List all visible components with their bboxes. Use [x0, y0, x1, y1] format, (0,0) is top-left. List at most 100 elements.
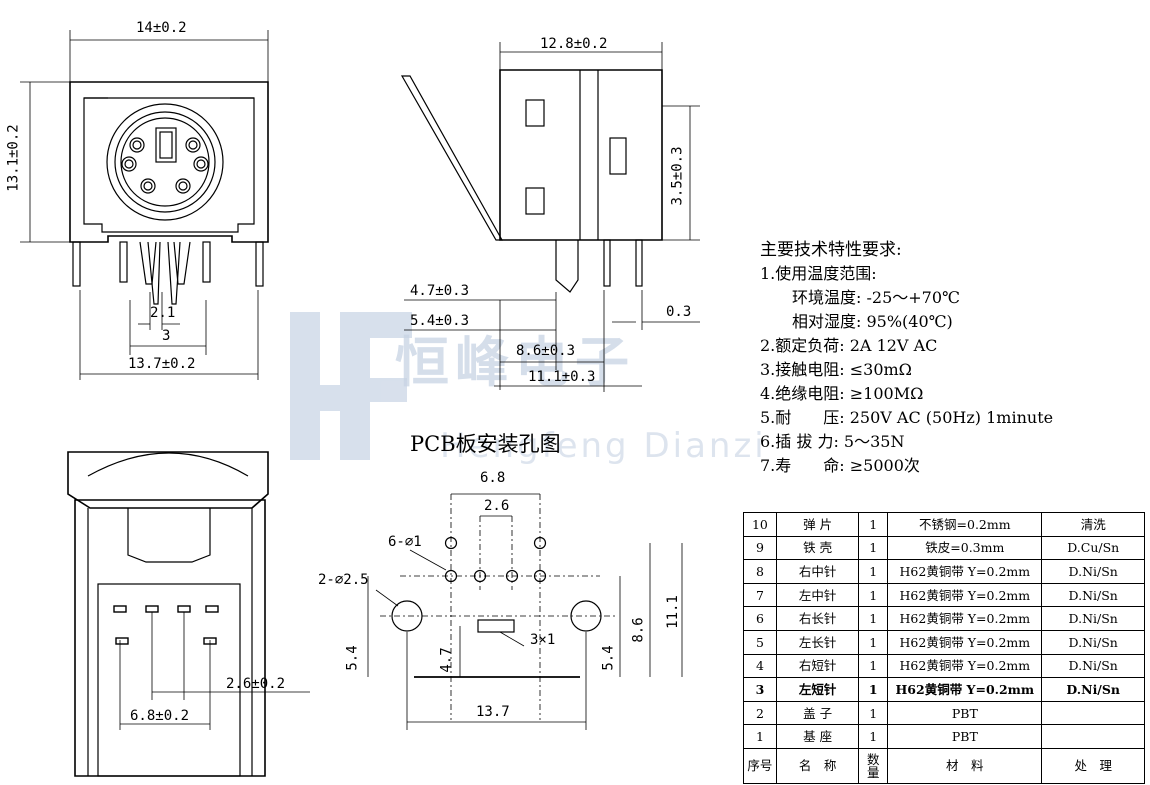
bom-cell: 4	[743, 653, 777, 679]
bottom-view	[67, 451, 310, 777]
bom-cell: 铁皮=0.3mm	[887, 535, 1043, 561]
bom-cell: 不锈钢=0.2mm	[887, 512, 1043, 537]
spec-item: 3.接触电阻: ≤30mΩ	[760, 360, 912, 379]
bom-cell: 2	[743, 700, 777, 726]
side-dim-c: 8.6±0.3	[516, 343, 576, 359]
pcb-slot: 3×1	[530, 632, 556, 648]
front-dim-pin-span: 3	[162, 328, 171, 344]
bom-cell: 左长针	[775, 629, 860, 655]
side-dim-a: 4.7±0.3	[410, 283, 470, 299]
table-row: 3 左短针 1 H62黄铜带 Y=0.2mm D.Ni/Sn	[743, 677, 1145, 702]
table-row: 5 左长针 1 H62黄铜带 Y=0.2mm D.Ni/Sn	[743, 629, 1145, 655]
bom-cell: 5	[743, 629, 777, 655]
bom-cell: 8	[743, 559, 777, 584]
spec-item: 2.额定负荷: 2A 12V AC	[760, 336, 938, 355]
spec-item: 1.使用温度范围:	[760, 264, 877, 283]
bom-cell	[1041, 700, 1145, 726]
pcb-small-holes: 6-⌀1	[388, 534, 422, 550]
front-dim-width-top: 14±0.2	[136, 20, 187, 36]
spec-item: 7.寿 命: ≥5000次	[760, 456, 920, 475]
table-row: 1 基 座 1 PBT	[743, 724, 1145, 749]
watermark-subtext: Hengfeng Dianzi	[440, 426, 767, 466]
table-row: 2 盖 子 1 PBT	[743, 700, 1145, 726]
bom-cell: 弹 片	[775, 512, 860, 537]
table-row: 6 右长针 1 H62黄铜带 Y=0.2mm D.Ni/Sn	[743, 606, 1145, 631]
pcb-dim-right-54: 5.4	[600, 645, 617, 671]
bom-cell: 1	[858, 535, 889, 561]
front-dim-width-bottom: 13.7±0.2	[128, 356, 196, 372]
table-row: 4 右短针 1 H62黄铜带 Y=0.2mm D.Ni/Sn	[743, 653, 1145, 679]
bom-cell: D.Ni/Sn	[1041, 653, 1145, 679]
pcb-dim-top-inner: 2.6	[484, 498, 510, 514]
bom-cell: 3	[743, 677, 777, 702]
bom-cell: 左短针	[775, 677, 860, 702]
bom-cell: D.Ni/Sn	[1041, 629, 1145, 655]
bom-header-cell: 数量	[858, 747, 889, 784]
bom-cell: 盖 子	[775, 700, 860, 726]
spec-item: 5.耐 压: 250V AC (50Hz) 1minute	[760, 408, 1054, 427]
bom-cell: 清洗	[1041, 512, 1145, 537]
table-header-row: 序号 名 称 数量 材 料 处 理	[743, 747, 1145, 784]
bom-cell: PBT	[887, 700, 1043, 726]
bom-cell: 9	[743, 535, 777, 561]
pcb-hole-layout	[367, 493, 683, 730]
table-row: 8 右中针 1 H62黄铜带 Y=0.2mm D.Ni/Sn	[743, 559, 1145, 584]
pcb-title: PCB板安装孔图	[410, 432, 561, 456]
side-dim-b: 5.4±0.3	[410, 313, 470, 329]
spec-item: 6.插 拔 力: 5～35N	[760, 432, 905, 451]
side-view	[400, 42, 700, 392]
bom-header-cell: 材 料	[887, 747, 1043, 784]
bom-cell: H62黄铜带 Y=0.2mm	[887, 582, 1043, 608]
bom-cell: H62黄铜带 Y=0.2mm	[887, 677, 1043, 702]
bom-table: 10 弹 片 1 不锈钢=0.2mm 清洗 9 铁 壳 1 铁皮=0.3mm D…	[743, 512, 1145, 784]
table-row: 7 左中针 1 H62黄铜带 Y=0.2mm D.Ni/Sn	[743, 582, 1145, 608]
side-dim-d: 11.1±0.3	[528, 369, 596, 385]
bom-cell: H62黄铜带 Y=0.2mm	[887, 559, 1043, 584]
bottom-dim-a: 2.6±0.2	[226, 676, 286, 692]
bom-cell: D.Cu/Sn	[1041, 535, 1145, 561]
bom-cell: 铁 壳	[775, 535, 860, 561]
bom-cell: 基 座	[775, 724, 860, 749]
table-row: 9 铁 壳 1 铁皮=0.3mm D.Cu/Sn	[743, 535, 1145, 561]
technical-specs: 主要技术特性要求: 1.使用温度范围: 环境温度: -25～+70℃ 相对湿度:…	[760, 238, 1145, 478]
specs-heading: 主要技术特性要求:	[760, 240, 902, 260]
bom-cell: 1	[858, 700, 889, 726]
bom-cell	[1041, 724, 1145, 749]
side-dim-height: 3.5±0.3	[669, 146, 686, 206]
bom-cell: H62黄铜带 Y=0.2mm	[887, 606, 1043, 631]
bom-header-cell: 名 称	[775, 747, 860, 784]
front-dim-pin-pitch: 2.1	[150, 305, 176, 321]
bom-cell: 1	[858, 582, 889, 608]
bottom-dim-b: 6.8±0.2	[130, 708, 190, 724]
pcb-dim-right-86: 8.6	[630, 617, 647, 643]
bom-cell: D.Ni/Sn	[1041, 606, 1145, 631]
bom-cell: PBT	[887, 724, 1043, 749]
spec-item: 4.绝缘电阻: ≥100MΩ	[760, 384, 924, 403]
bom-cell: 10	[743, 512, 777, 537]
bom-cell: 右长针	[775, 606, 860, 631]
bom-cell: 1	[858, 677, 889, 702]
front-view	[20, 30, 269, 380]
bom-cell: 左中针	[775, 582, 860, 608]
bom-cell: 右中针	[775, 559, 860, 584]
spec-item: 环境温度: -25～+70℃	[792, 288, 960, 307]
watermark-text: 恒峰电子	[395, 331, 635, 394]
front-dim-height: 13.1±0.2	[5, 124, 22, 192]
pcb-dim-top-outer: 6.8	[480, 470, 506, 486]
bom-cell: 右短针	[775, 653, 860, 679]
bom-cell: 7	[743, 582, 777, 608]
bom-cell: 1	[858, 559, 889, 584]
bom-cell: H62黄铜带 Y=0.2mm	[887, 629, 1043, 655]
bom-cell: D.Ni/Sn	[1041, 559, 1145, 584]
bom-cell: D.Ni/Sn	[1041, 677, 1145, 702]
bom-cell: 6	[743, 606, 777, 631]
side-dim-e: 0.3	[666, 304, 692, 320]
side-dim-width-top: 12.8±0.2	[540, 36, 608, 52]
bom-cell: 1	[743, 724, 777, 749]
bom-cell: 1	[858, 512, 889, 537]
bom-cell: H62黄铜带 Y=0.2mm	[887, 653, 1043, 679]
bom-cell: 1	[858, 629, 889, 655]
pcb-dim-left-54: 5.4	[344, 645, 361, 671]
